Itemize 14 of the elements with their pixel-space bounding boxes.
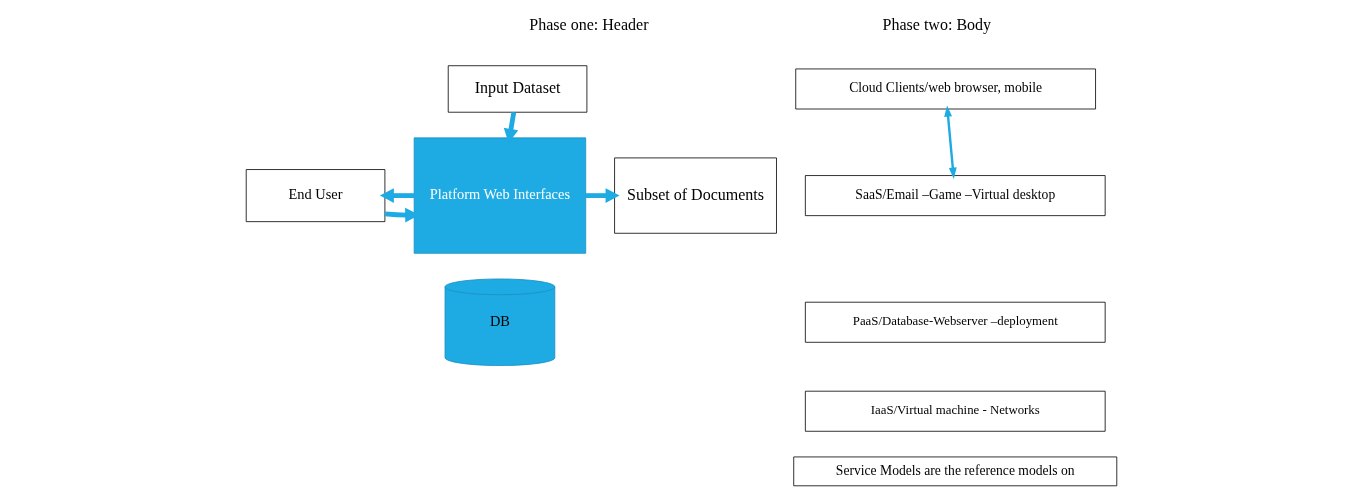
node-box: Service Models are the reference models on: [793, 456, 1118, 487]
node-box: IaaS/Virtual machine - Networks: [804, 390, 1106, 432]
arrow: [944, 105, 957, 179]
node-box: SaaS/Email –Game –Virtual desktop: [804, 175, 1106, 217]
node-box: Subset of Documents: [614, 157, 777, 234]
node-box: End User: [245, 169, 386, 223]
arrow: [379, 188, 414, 203]
arrow: [585, 188, 620, 203]
node-box: Platform Web Interfaces: [413, 137, 587, 254]
node-box: Input Dataset: [447, 65, 588, 113]
node-box: PaaS/Database-Webserver –deployment: [804, 301, 1106, 343]
label: Phase one: Header: [529, 15, 649, 33]
label: Phase two: Body: [882, 15, 992, 33]
node-box: Cloud Clients/web browser, mobile: [795, 68, 1096, 110]
